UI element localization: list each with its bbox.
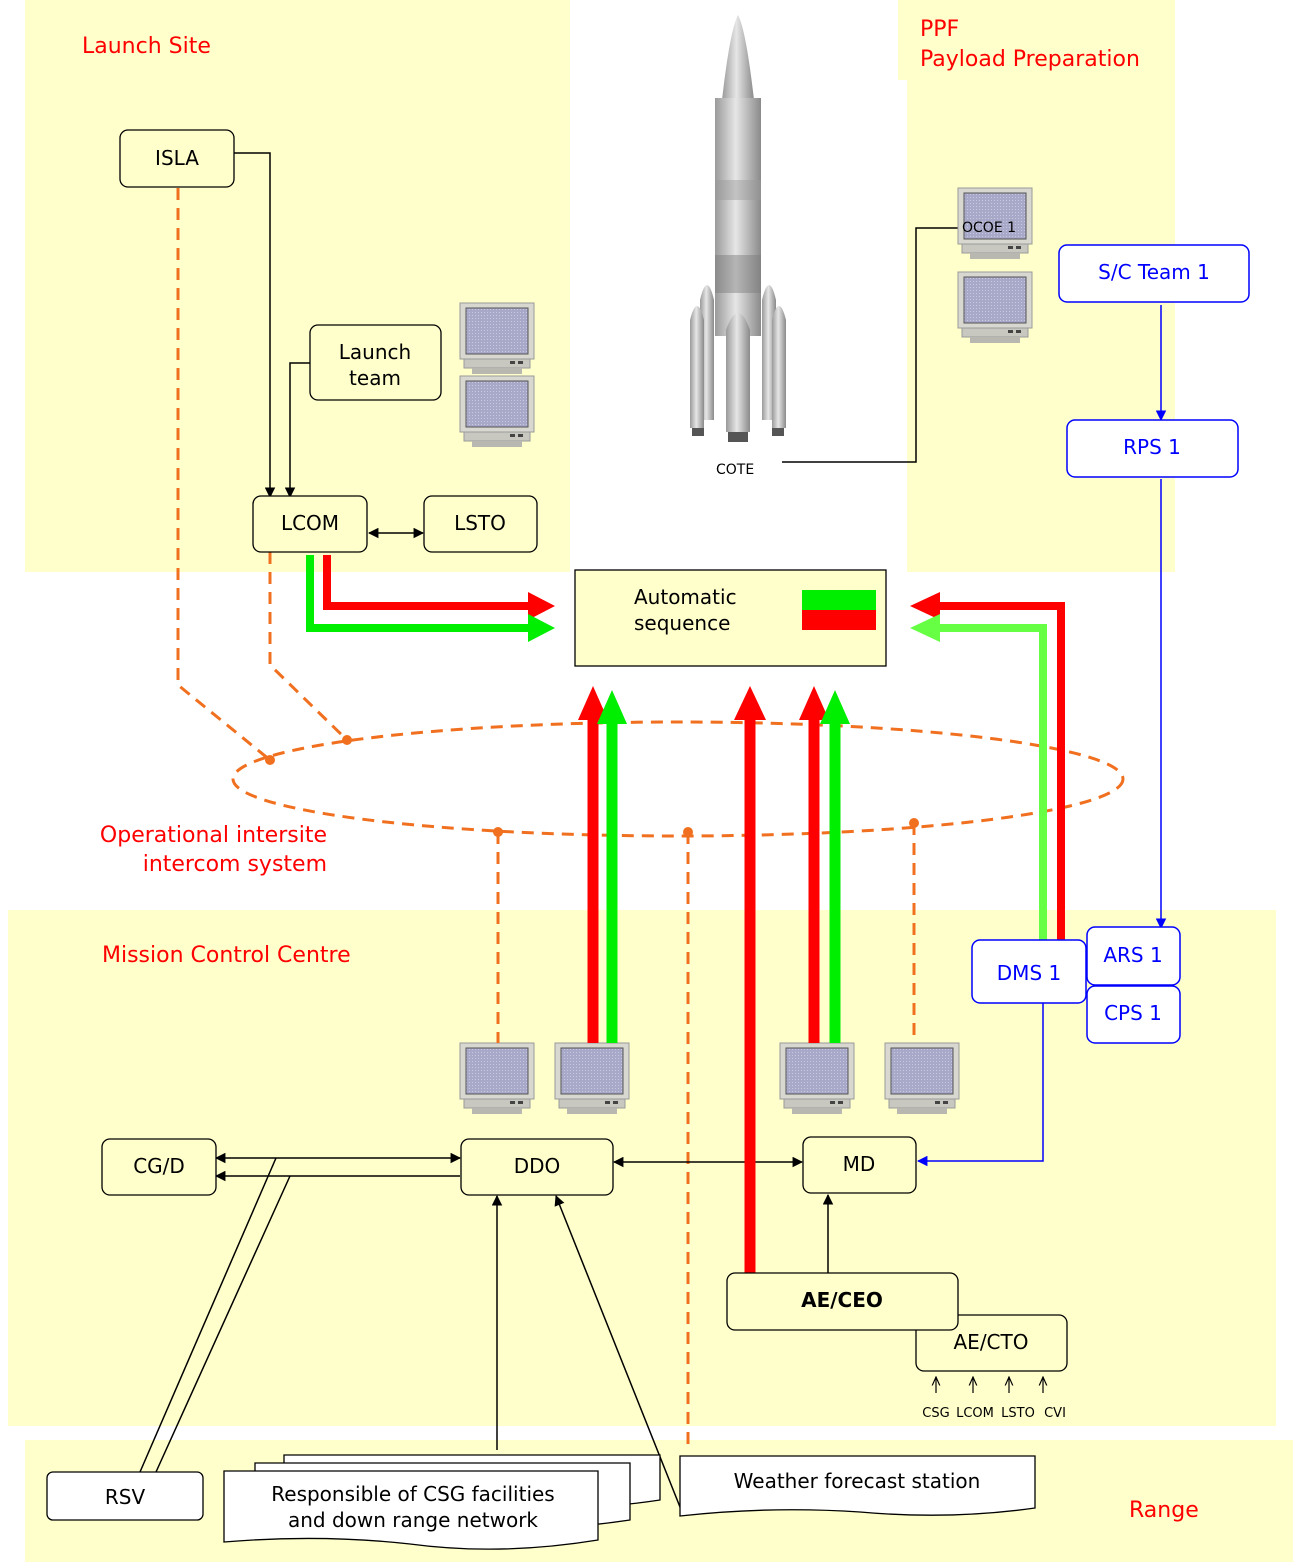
csg-facilities-label-1: Responsible of CSG facilities — [271, 1482, 554, 1506]
mission-control-title: Mission Control Centre — [102, 943, 351, 968]
cote-label: COTE — [716, 462, 754, 478]
lcom-label: LCOM — [281, 511, 339, 535]
sequence-nogo-flag — [802, 610, 876, 630]
automatic-sequence-label-2: sequence — [634, 611, 730, 635]
launch-team-label-2: team — [349, 366, 401, 390]
intercom-title-2: intercom system — [143, 852, 327, 877]
cps-label: CPS 1 — [1104, 1001, 1162, 1025]
rps-label: RPS 1 — [1123, 435, 1181, 459]
md-label: MD — [843, 1152, 876, 1176]
cto-input-cvi: CVI — [1044, 1406, 1066, 1421]
range-title: Range — [1129, 1498, 1199, 1523]
ars-label: ARS 1 — [1103, 943, 1162, 967]
monitor-icon — [958, 272, 1032, 343]
monitor-icon — [460, 376, 534, 447]
lsto-label: LSTO — [454, 511, 506, 535]
cto-input-lcom: LCOM — [956, 1406, 994, 1421]
launch-site-zone — [25, 0, 570, 572]
automatic-sequence-label-1: Automatic — [634, 585, 737, 609]
ddo-label: DDO — [514, 1154, 561, 1178]
rsv-label: RSV — [105, 1485, 146, 1509]
launch-site-title: Launch Site — [82, 34, 211, 59]
sequence-go-flag — [802, 590, 876, 610]
launcher-rocket — [690, 15, 786, 442]
monitor-icon — [885, 1043, 959, 1114]
monitor-icon — [555, 1043, 629, 1114]
monitor-icon — [460, 1043, 534, 1114]
monitor-icon — [460, 303, 534, 374]
ppf-title: PPF — [920, 17, 959, 42]
ppf-zone-body — [907, 80, 1175, 572]
dms-label: DMS 1 — [997, 961, 1061, 985]
ppf-subtitle: Payload Preparation — [920, 47, 1140, 72]
ae-cto-label: AE/CTO — [954, 1330, 1029, 1354]
cto-input-lsto: LSTO — [1001, 1406, 1035, 1421]
cto-input-csg: CSG — [922, 1406, 949, 1421]
intercom-title-1: Operational intersite — [100, 823, 327, 848]
weather-station-label: Weather forecast station — [734, 1469, 981, 1493]
ae-ceo-label: AE/CEO — [801, 1288, 883, 1312]
sc-team-label: S/C Team 1 — [1098, 260, 1210, 284]
cgd-label: CG/D — [133, 1154, 185, 1178]
launch-team-label-1: Launch — [339, 340, 411, 364]
isla-label: ISLA — [155, 146, 199, 170]
monitor-icon — [780, 1043, 854, 1114]
csg-facilities-label-2: and down range network — [288, 1508, 538, 1532]
ocoe-label: OCOE 1 — [962, 220, 1016, 236]
